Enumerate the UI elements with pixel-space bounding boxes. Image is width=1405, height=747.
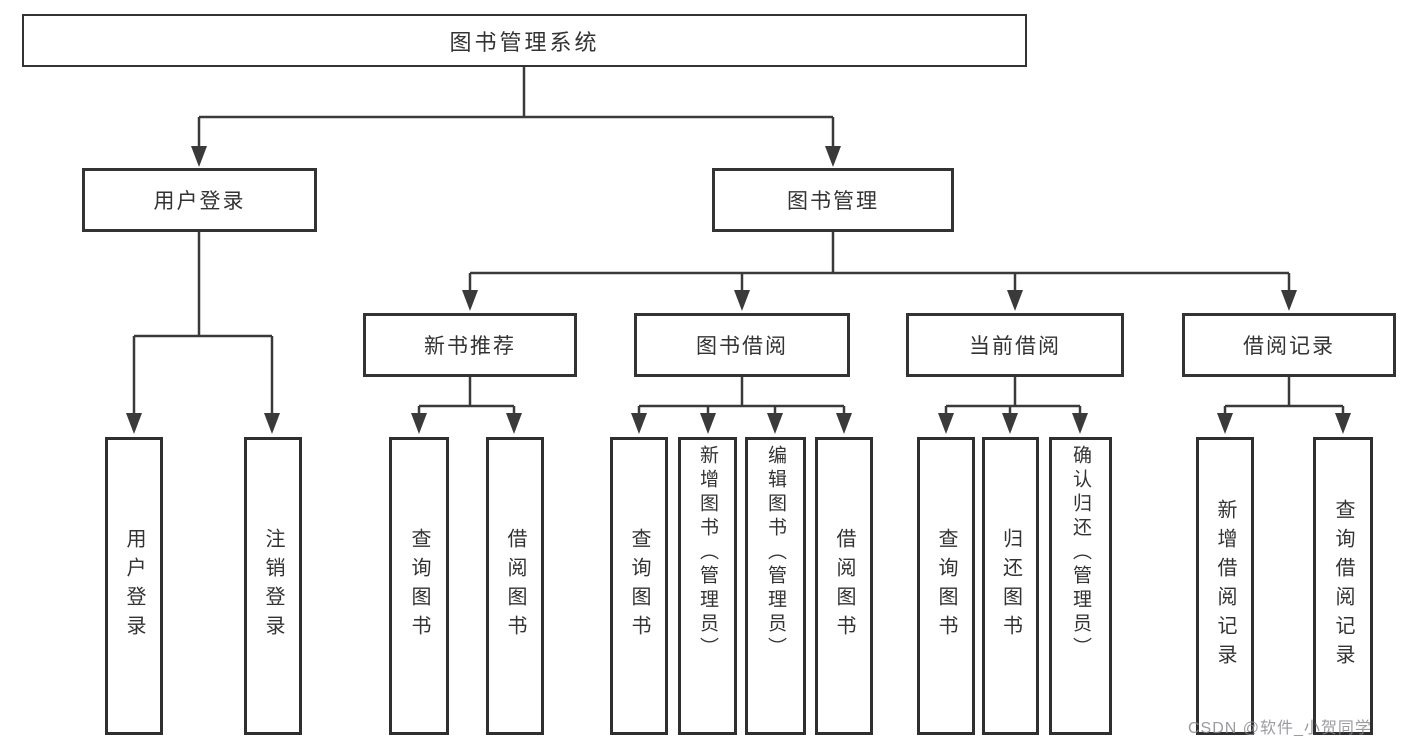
leaf-user-login-label: 用户登录 bbox=[123, 528, 145, 644]
leaf-confirm-return-admin: 确认归还（管理员） bbox=[1049, 437, 1112, 735]
leaf-logout: 注销登录 bbox=[244, 437, 302, 735]
node-book-borrow: 图书借阅 bbox=[634, 313, 850, 377]
connector-root-to-level2 bbox=[191, 67, 841, 167]
leaf-return-book: 归还图书 bbox=[982, 437, 1039, 735]
leaf-query-book-borrow: 查询图书 bbox=[610, 437, 668, 735]
node-user-login-label: 用户登录 bbox=[153, 190, 246, 213]
node-current-borrow-label: 当前借阅 bbox=[969, 335, 1061, 358]
connector-borrow-record-children bbox=[1217, 377, 1351, 434]
watermark-text: CSDN @软件_小贺同学 bbox=[1188, 720, 1372, 737]
leaf-query-book-recommend-label: 查询图书 bbox=[408, 528, 430, 644]
leaf-logout-label: 注销登录 bbox=[262, 528, 284, 644]
connector-current-borrow-children bbox=[938, 377, 1088, 434]
leaf-query-book-current-label: 查询图书 bbox=[935, 528, 957, 644]
leaf-edit-book-admin-label: 编辑图书（管理员） bbox=[765, 445, 786, 661]
leaf-borrow-book-label: 借阅图书 bbox=[833, 528, 855, 644]
node-borrow-record-label: 借阅记录 bbox=[1243, 335, 1335, 358]
leaf-query-borrow-record-label: 查询借阅记录 bbox=[1332, 499, 1354, 673]
leaf-add-borrow-record-label: 新增借阅记录 bbox=[1214, 499, 1236, 673]
node-new-book-recommend-label: 新书推荐 bbox=[424, 335, 516, 358]
node-book-management: 图书管理 bbox=[712, 168, 954, 232]
leaf-add-borrow-record: 新增借阅记录 bbox=[1196, 437, 1254, 735]
leaf-edit-book-admin: 编辑图书（管理员） bbox=[745, 437, 806, 735]
leaf-query-book-borrow-label: 查询图书 bbox=[628, 528, 650, 644]
node-borrow-record: 借阅记录 bbox=[1182, 313, 1396, 377]
node-root-label: 图书管理系统 bbox=[449, 29, 600, 55]
node-root: 图书管理系统 bbox=[22, 14, 1027, 67]
leaf-confirm-return-admin-label: 确认归还（管理员） bbox=[1070, 445, 1091, 661]
node-current-borrow: 当前借阅 bbox=[906, 313, 1124, 377]
node-new-book-recommend: 新书推荐 bbox=[363, 313, 577, 377]
leaf-query-borrow-record: 查询借阅记录 bbox=[1313, 437, 1373, 735]
node-book-management-label: 图书管理 bbox=[787, 190, 879, 213]
leaf-add-book-admin-label: 新增图书（管理员） bbox=[697, 445, 718, 661]
connector-user-login-children bbox=[126, 232, 280, 434]
leaf-query-book-recommend: 查询图书 bbox=[389, 437, 449, 735]
leaf-borrow-book: 借阅图书 bbox=[815, 437, 873, 735]
leaf-add-book-admin: 新增图书（管理员） bbox=[678, 437, 737, 735]
connector-book-borrow-children bbox=[631, 377, 852, 434]
leaf-user-login: 用户登录 bbox=[105, 437, 163, 735]
node-book-borrow-label: 图书借阅 bbox=[696, 335, 788, 358]
node-user-login: 用户登录 bbox=[82, 168, 317, 232]
leaf-return-book-label: 归还图书 bbox=[999, 528, 1022, 644]
leaf-query-book-current: 查询图书 bbox=[917, 437, 975, 735]
connector-book-management-children bbox=[462, 232, 1297, 311]
connector-new-book-children bbox=[411, 377, 522, 434]
leaf-borrow-book-recommend: 借阅图书 bbox=[486, 437, 544, 735]
leaf-borrow-book-recommend-label: 借阅图书 bbox=[504, 528, 526, 644]
